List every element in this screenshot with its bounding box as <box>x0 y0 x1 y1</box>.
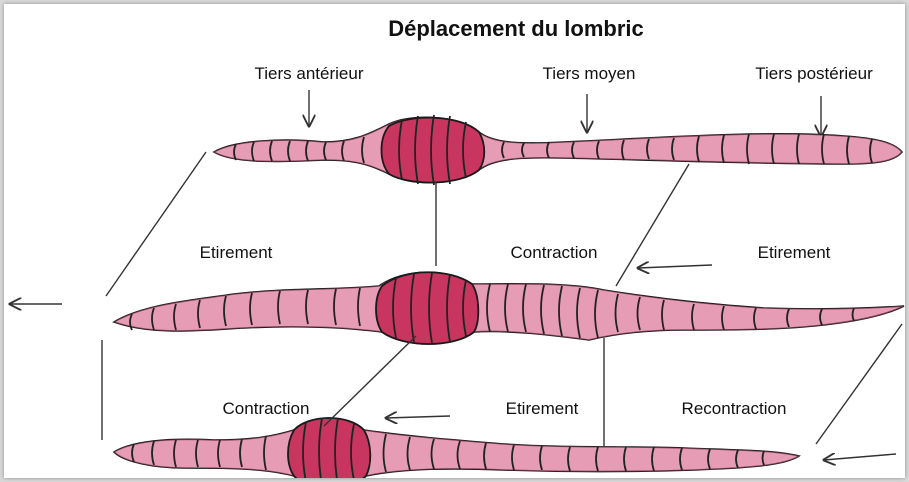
guide-line-head-1-2 <box>106 152 206 296</box>
label-row2-contraction: Contraction <box>511 243 598 262</box>
label-middle-third: Tiers moyen <box>543 64 636 83</box>
label-row3-recontraction: Recontraction <box>682 399 787 418</box>
earthworm-locomotion-diagram: Déplacement du lombric Tiers antérieur T… <box>4 4 905 478</box>
left-arrow-row2 <box>638 265 712 268</box>
worm-2 <box>114 272 904 344</box>
label-row2-stretch-left: Etirement <box>200 243 273 262</box>
diagram-canvas: Déplacement du lombric Tiers antérieur T… <box>4 4 905 478</box>
guide-line-tail-2-3 <box>816 324 902 444</box>
label-row2-stretch-right: Etirement <box>758 243 831 262</box>
left-arrow-row3 <box>386 416 450 418</box>
diagram-title: Déplacement du lombric <box>388 16 644 41</box>
left-arrow-tail <box>824 454 896 460</box>
guide-line-clitellum-2-3 <box>324 336 416 426</box>
label-row3-stretch: Etirement <box>506 399 579 418</box>
worm-3 <box>114 418 799 478</box>
worm-1 <box>214 115 902 185</box>
label-row3-contraction: Contraction <box>223 399 310 418</box>
label-posterior-third: Tiers postérieur <box>755 64 873 83</box>
label-anterior-third: Tiers antérieur <box>255 64 364 83</box>
